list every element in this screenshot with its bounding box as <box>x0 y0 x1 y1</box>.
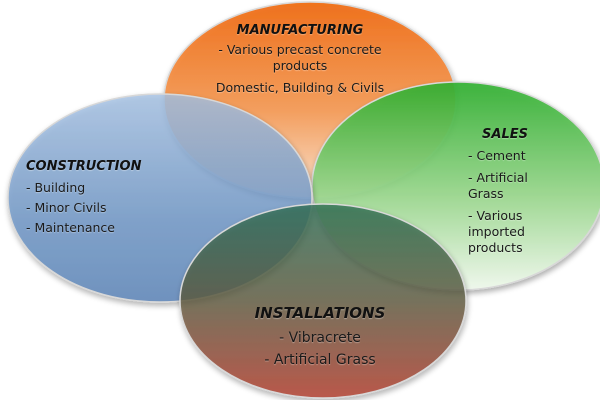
installations-title: INSTALLATIONS <box>254 304 386 322</box>
installations-item: - Vibracrete <box>279 330 361 346</box>
manufacturing-item: Domestic, Building & Civils <box>215 80 385 95</box>
sales-item: - Artificial Grass <box>468 170 528 201</box>
sales-item: - Cement <box>468 148 526 163</box>
manufacturing-label: MANUFACTURING - Various precast concrete… <box>190 22 410 96</box>
construction-title: CONSTRUCTION <box>26 159 142 174</box>
manufacturing-item: - Various precast concrete products <box>218 42 382 73</box>
construction-item: - Building <box>26 180 86 195</box>
sales-label: SALES - Cement - Artificial Grass - Vari… <box>452 126 552 256</box>
sales-title: SALES <box>482 127 528 142</box>
installations-circle <box>179 203 467 399</box>
installations-label: INSTALLATIONS - Vibracrete - Artificial … <box>220 303 420 370</box>
sales-item: - Various imported products <box>468 208 525 255</box>
construction-item: - Maintenance <box>26 220 115 235</box>
construction-item: - Minor Civils <box>26 200 107 215</box>
manufacturing-title: MANUFACTURING <box>236 23 364 38</box>
installations-item: - Artificial Grass <box>264 352 376 368</box>
construction-label: CONSTRUCTION - Building - Minor Civils -… <box>26 158 156 236</box>
